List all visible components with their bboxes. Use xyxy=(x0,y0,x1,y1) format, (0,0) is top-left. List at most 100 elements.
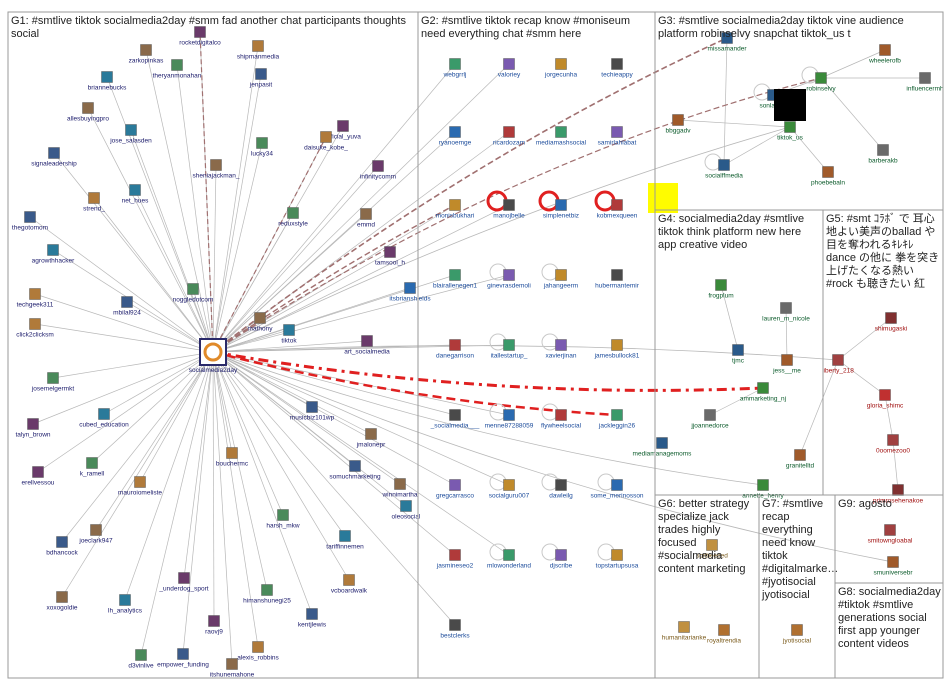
node-kentjlewis[interactable]: kentjlewis xyxy=(298,608,327,629)
node-robinselvy[interactable]: robinselvy xyxy=(806,72,836,93)
node-himanshunegi25[interactable]: himanshunegi25 xyxy=(243,584,291,605)
node-briannebucks[interactable]: briannebucks xyxy=(88,71,127,92)
node-noggledotcom[interactable]: noggledotcom xyxy=(173,283,214,304)
node-cubed_education[interactable]: cubed_education xyxy=(79,408,129,429)
node-winnimartha[interactable]: winnimartha xyxy=(381,478,418,499)
node-agrowthhacker[interactable]: agrowthhacker xyxy=(32,244,75,265)
node-hubermantemir[interactable]: hubermantemir xyxy=(595,269,640,290)
node-strend_[interactable]: strend_ xyxy=(83,192,105,213)
node-mauroiomeliste[interactable]: mauroiomeliste xyxy=(118,476,162,497)
node-topstartupsusa[interactable]: topstartupsusa xyxy=(596,549,639,570)
node-shimugaski[interactable]: shimugaski xyxy=(875,312,908,333)
node-valoriey[interactable]: valoriey xyxy=(498,58,521,79)
node-click2clicksm[interactable]: click2clicksm xyxy=(16,318,54,339)
node-mbilal924[interactable]: mbilal924 xyxy=(113,296,141,317)
node-rocketdigitalco[interactable]: rocketdigitalco xyxy=(179,26,221,47)
node-tjmc[interactable]: tjmc xyxy=(732,344,745,365)
node-somuchmarketing[interactable]: somuchmarketing xyxy=(329,460,381,481)
node-jasmineseo2[interactable]: jasmineseo2 xyxy=(436,549,474,570)
node-alexis_robbins[interactable]: alexis_robbins xyxy=(237,641,280,662)
node-tiktok_us[interactable]: tiktok_us xyxy=(777,121,804,142)
node-wheelerofb[interactable]: wheelerofb xyxy=(868,44,901,65)
node-menne87288059[interactable]: menne87288059 xyxy=(485,409,534,430)
node-jjoannedorce[interactable]: jjoannedorce xyxy=(690,409,729,430)
node-techgeek311[interactable]: techgeek311 xyxy=(17,288,54,309)
node-bestclerks[interactable]: bestclerks xyxy=(440,619,470,640)
node-ricardozam[interactable]: ricardozam xyxy=(493,126,525,147)
node-flywheelsocial[interactable]: flywheelsocial xyxy=(541,409,582,430)
node-gloria_shimc[interactable]: gloria_shimc xyxy=(867,389,904,410)
node-influencermh[interactable]: influencermh xyxy=(906,72,944,93)
node-shipmanmedia[interactable]: shipmanmedia xyxy=(237,40,280,61)
node-dawleilg[interactable]: dawleilg xyxy=(549,479,573,500)
node-official_yuva[interactable]: official_yuva xyxy=(325,120,361,141)
node-simplenetbiz[interactable]: simplenetbiz xyxy=(543,199,579,220)
node-jackleggin26[interactable]: jackleggin26 xyxy=(598,409,636,430)
node-lh_analytics[interactable]: lh_analytics xyxy=(108,594,143,615)
node-daisuke_kobe_[interactable]: daisuke_kobe_ xyxy=(304,131,348,152)
node-humanitarianke[interactable]: humanitarianke xyxy=(662,621,707,642)
node-smitowngloabal[interactable]: smitowngloabal xyxy=(868,524,913,545)
node-socialmedia2day[interactable]: socialmedia2day xyxy=(189,338,238,374)
node-jamesbullock81[interactable]: jamesbullock81 xyxy=(594,339,640,360)
node-ammarketing_nj[interactable]: ammarketing_nj xyxy=(740,382,786,403)
node-jess__me[interactable]: jess__me xyxy=(772,354,801,375)
node-allesbuyingpro[interactable]: allesbuyingpro xyxy=(67,102,109,123)
node-lauren_m_nicole[interactable]: lauren_m_nicole xyxy=(762,302,810,323)
node-bouchermc[interactable]: bouchermc xyxy=(216,447,249,468)
node-ginevrasdemoli[interactable]: ginevrasdemoli xyxy=(487,269,531,290)
node-lucky34[interactable]: lucky34 xyxy=(251,137,273,158)
node-missamander[interactable]: missamander xyxy=(707,32,747,53)
node-sheniajackman_[interactable]: sheniajackman_ xyxy=(193,159,240,180)
node-xoxogoldie[interactable]: xoxogoldie xyxy=(46,591,78,612)
node-manojbelle[interactable]: manojbelle xyxy=(493,199,525,220)
node-d3vinlive[interactable]: d3vinlive xyxy=(128,649,154,670)
node-samirlahlabat[interactable]: samirlahlabat xyxy=(598,126,637,147)
node-danegarrison[interactable]: danegarrison xyxy=(436,339,474,360)
node-mediamanagemoms[interactable]: mediamanagemoms xyxy=(633,437,693,458)
node-jorgecunha[interactable]: jorgecunha xyxy=(544,58,578,79)
node-granitelltd[interactable]: granitelltd xyxy=(786,449,815,470)
node-oleosocial[interactable]: oleosocial xyxy=(392,500,421,521)
node-0oomezoo0[interactable]: 0oomezoo0 xyxy=(876,434,910,455)
node-tamsool_h[interactable]: tamsool_h xyxy=(375,246,405,267)
node-signaleadership[interactable]: signaleadership xyxy=(31,147,77,168)
node-xavierjinan[interactable]: xavierjinan xyxy=(545,339,577,360)
node-socialguru007[interactable]: socialguru007 xyxy=(489,479,530,500)
node-k_ramell[interactable]: k_ramell xyxy=(80,457,105,478)
node-josemelgermkt[interactable]: josemelgermkt xyxy=(31,372,74,393)
node-jose_salasden[interactable]: jose_salasden xyxy=(109,124,152,145)
node-annette_henry[interactable]: annette_henry xyxy=(742,479,785,500)
node-some_merinosson[interactable]: some_merinosson xyxy=(590,479,644,500)
node-ryanoemge[interactable]: ryanoemge xyxy=(439,126,472,147)
node-jahangeerm[interactable]: jahangeerm xyxy=(543,269,578,290)
node-monisbukhari[interactable]: monisbukhari xyxy=(436,199,475,220)
node-tariffinnemen[interactable]: tariffinnemen xyxy=(326,530,364,551)
node-jyotisocial[interactable]: jyotisocial xyxy=(782,624,812,645)
node-raovj9[interactable]: raovj9 xyxy=(205,615,223,636)
node-joeclark947[interactable]: joeclark947 xyxy=(78,524,113,545)
node-djscribe[interactable]: djscribe xyxy=(550,549,573,570)
node-reduxstyle[interactable]: reduxstyle xyxy=(278,207,308,228)
node-theryanmonahan[interactable]: theryanmonahan xyxy=(153,59,202,80)
node-zarkopinkas[interactable]: zarkopinkas xyxy=(129,44,164,65)
node-tiktok[interactable]: tiktok xyxy=(281,324,297,345)
node-erellvessou[interactable]: erellvessou xyxy=(22,466,55,487)
node-liberty_218[interactable]: liberty_218 xyxy=(822,354,854,375)
node-thegotomom[interactable]: thegotomom xyxy=(12,211,48,232)
node-royaltrendia[interactable]: royaltrendia xyxy=(707,624,741,645)
node-emmd[interactable]: emmd xyxy=(357,208,375,229)
node-barberakb[interactable]: barberakb xyxy=(868,144,898,165)
node-net_hues[interactable]: net_hues xyxy=(122,184,149,205)
node-vcboardwalk[interactable]: vcboardwalk xyxy=(331,574,368,595)
node-bdhancock[interactable]: bdhancock xyxy=(46,536,78,557)
node-itsbrianshields[interactable]: itsbrianshields xyxy=(389,282,431,303)
node-smuniversebr[interactable]: smuniversebr xyxy=(873,556,913,577)
node-techieappy[interactable]: techieappy xyxy=(601,58,633,79)
node-jmalonepr[interactable]: jmalonepr xyxy=(356,428,386,449)
node-mediamashsocial[interactable]: mediamashsocial xyxy=(536,126,587,147)
node-_socialmedia___[interactable]: _socialmedia___ xyxy=(430,409,480,430)
node-musicbiz101wp[interactable]: musicbiz101wp xyxy=(290,401,335,422)
node-art_socialmedia[interactable]: art_socialmedia xyxy=(344,335,390,356)
node-frogplum[interactable]: frogplum xyxy=(708,279,734,300)
